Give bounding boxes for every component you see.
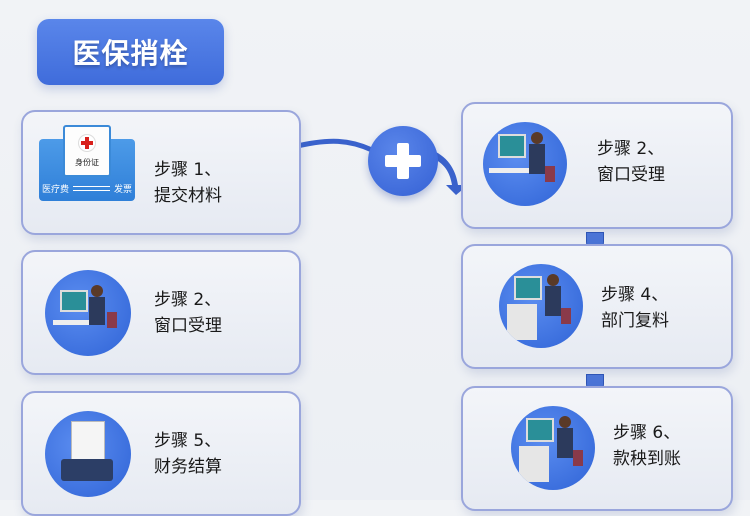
clerk-desk-icon	[45, 270, 131, 356]
step-card-1: 身份证 医疗费 发票 步骤 1、 提交材料	[21, 110, 301, 235]
step-card-2: 步骤 2、 窗口受理	[21, 250, 301, 375]
invoice-label: 发票	[113, 185, 132, 195]
clerk-desk-icon	[499, 264, 583, 348]
step-label: 步骤 2、	[597, 139, 665, 159]
clerk-desk-icon	[483, 122, 567, 206]
step-text: 步骤 5、 财务结算	[154, 428, 222, 480]
step-text: 步骤 2、 窗口受理	[154, 287, 222, 339]
step-card-5: 步骤 5、 财务结算	[21, 391, 301, 516]
step-label: 步骤 2、	[154, 290, 222, 310]
step-card-6: 步骤 6、 款秧到账	[461, 386, 733, 511]
step-label: 步骤 6、	[613, 423, 681, 443]
clerk-desk-icon	[511, 406, 595, 490]
step-name: 窗口受理	[597, 165, 665, 185]
step-name: 款秧到账	[613, 449, 681, 469]
step-text: 步骤 4、 部门复料	[601, 282, 669, 334]
step-name: 部门复料	[601, 311, 669, 331]
step-name: 财务结算	[154, 457, 222, 477]
page-title: 医保捎栓	[37, 19, 224, 85]
step-label: 步骤 5、	[154, 431, 222, 451]
step-text: 步骤 6、 款秧到账	[613, 420, 681, 472]
step-text: 步骤 1、 提交材料	[154, 157, 222, 209]
step-name: 窗口受理	[154, 316, 222, 336]
printer-document-icon	[45, 411, 131, 497]
step-card-2-right: 步骤 2、 窗口受理	[461, 102, 733, 229]
plus-icon	[368, 126, 438, 196]
step-card-4: 步骤 4、 部门复料	[461, 244, 733, 369]
documents-icon: 身份证 医疗费 发票	[39, 125, 135, 201]
step-label: 步骤 1、	[154, 160, 222, 180]
fee-label: 医疗费	[42, 185, 70, 195]
step-name: 提交材料	[154, 186, 222, 206]
id-card-label: 身份证	[75, 158, 99, 167]
step-label: 步骤 4、	[601, 285, 669, 305]
step-text: 步骤 2、 窗口受理	[597, 136, 665, 188]
